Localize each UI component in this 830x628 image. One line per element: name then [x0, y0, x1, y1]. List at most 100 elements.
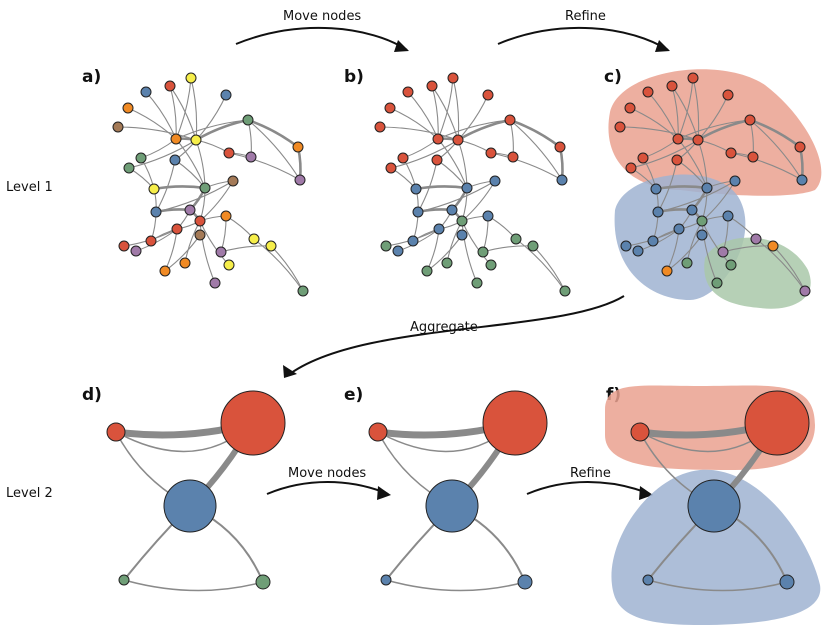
network-edge [199, 220, 230, 266]
network-node [402, 86, 414, 98]
aggregate-arrow [283, 295, 625, 378]
network-node [169, 154, 181, 166]
refine-arrow-bottom [526, 481, 653, 500]
network-node [433, 223, 445, 235]
small-green-node [642, 574, 654, 586]
network-node [554, 141, 566, 153]
network-node [223, 259, 235, 271]
network-node [666, 80, 678, 92]
network-node [431, 154, 443, 166]
network-node [220, 210, 232, 222]
network-node [717, 246, 729, 258]
network-node [794, 141, 806, 153]
network-b [374, 72, 571, 297]
network-node [194, 229, 206, 241]
aggregate-label: Aggregate [410, 320, 478, 335]
network-node [614, 121, 626, 133]
network-node [407, 235, 419, 247]
network-node [711, 277, 723, 289]
network-node [412, 206, 424, 218]
network-node [223, 147, 235, 159]
network-node [461, 182, 473, 194]
network-node [671, 154, 683, 166]
level-1-label: Level 1 [6, 180, 53, 195]
move-nodes-label-top: Move nodes [283, 9, 361, 24]
network-node [652, 206, 664, 218]
network-c [608, 69, 822, 309]
network-edge [253, 238, 304, 292]
small-red-node [630, 422, 650, 442]
network-node [482, 210, 494, 222]
network-node [148, 183, 160, 195]
big-red-node [744, 390, 810, 456]
big-blue-node [687, 479, 741, 533]
panel-e-label: e) [344, 385, 363, 405]
network-node [696, 229, 708, 241]
network-edge [195, 139, 206, 189]
network-edge [190, 77, 198, 141]
network-node [507, 151, 519, 163]
network-node [687, 72, 699, 84]
network-node [725, 259, 737, 271]
big-blue-node [425, 479, 479, 533]
network-node [185, 72, 197, 84]
network-node [447, 72, 459, 84]
green-node [779, 574, 795, 590]
network-edge [755, 238, 806, 292]
network-edge [199, 220, 216, 284]
network-edge [247, 119, 301, 181]
network-node [248, 233, 260, 245]
network-edge [407, 91, 439, 140]
network-node [209, 277, 221, 289]
level-2-label: Level 2 [6, 486, 53, 501]
network-edge [630, 139, 699, 169]
refine-arrow-top [497, 26, 670, 52]
network-node [692, 134, 704, 146]
network-node [504, 114, 516, 126]
network-node [421, 265, 433, 277]
network-node [744, 114, 756, 126]
network-edge [155, 180, 234, 213]
network-node [527, 240, 539, 252]
network-edge [417, 180, 496, 213]
network-edge [415, 185, 468, 191]
network-node [135, 152, 147, 164]
network-node [686, 204, 698, 216]
network-node [220, 89, 232, 101]
network-node [426, 80, 438, 92]
green-node [517, 574, 533, 590]
network-edge [452, 77, 460, 141]
network-d [106, 390, 286, 592]
network-node [294, 174, 306, 186]
network-node [130, 245, 142, 257]
network-edge [657, 180, 736, 213]
network-edge [228, 152, 301, 181]
aggregate-edge [647, 579, 788, 592]
network-node [701, 182, 713, 194]
network-edge [461, 220, 478, 284]
network-node [159, 265, 171, 277]
network-edge [145, 91, 177, 140]
network-node [446, 204, 458, 216]
network-node [452, 134, 464, 146]
network-node [642, 86, 654, 98]
network-node [215, 246, 227, 258]
network-node [559, 285, 571, 297]
network-node [397, 152, 409, 164]
network-edge [749, 119, 803, 181]
network-edge [457, 139, 468, 189]
network-edge [153, 185, 206, 191]
move-nodes-arrow-bottom [266, 481, 391, 500]
network-node [767, 240, 779, 252]
network-node [722, 89, 734, 101]
network-node [118, 240, 130, 252]
network-node [432, 133, 444, 145]
network-edge [701, 220, 718, 284]
network-node [385, 162, 397, 174]
network-edge [457, 118, 511, 142]
network-node [410, 183, 422, 195]
network-edge [490, 152, 563, 181]
network-node [456, 229, 468, 241]
network-node [194, 215, 206, 227]
network-edge [436, 159, 468, 189]
